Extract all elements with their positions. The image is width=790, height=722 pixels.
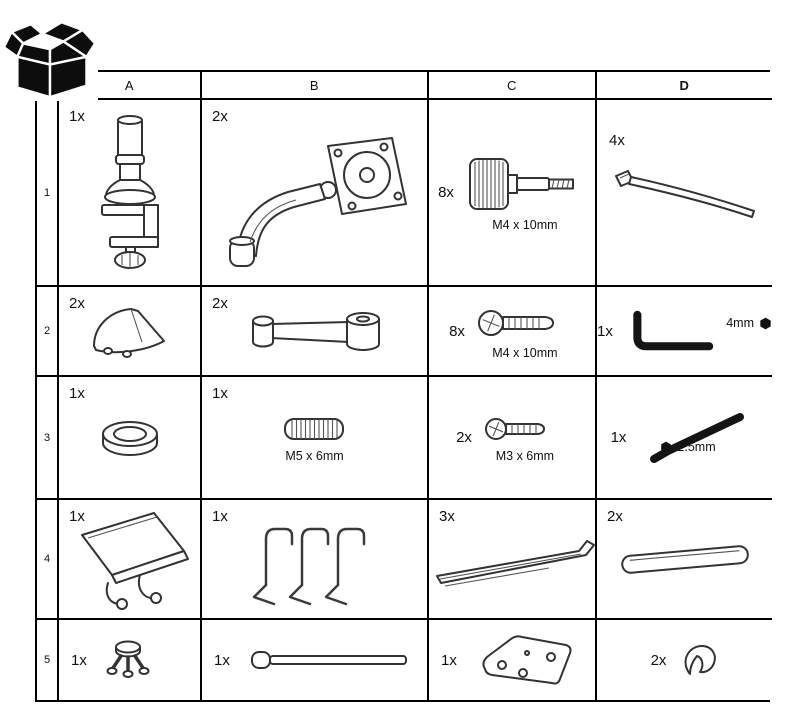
column-header-c: C bbox=[429, 72, 597, 100]
quantity-label: 1x bbox=[212, 508, 228, 525]
spec-label: M4 x 10mm bbox=[492, 345, 558, 360]
mounting-plate-icon bbox=[482, 635, 572, 685]
laptop-tray-icon bbox=[80, 512, 189, 610]
cable-clip-cover-icon bbox=[92, 308, 165, 358]
cell-c2-screw-m4: 8x M4 x 10mm bbox=[429, 287, 597, 377]
quantity-label: 8x bbox=[449, 322, 465, 340]
foot-piece-icon bbox=[106, 640, 150, 678]
cell-a2-clip-cover: 2x bbox=[59, 287, 202, 377]
cell-b2-extension-arm: 2x bbox=[202, 287, 429, 377]
quantity-label: 2x bbox=[607, 508, 623, 525]
parts-table: A B C D 1 1x bbox=[35, 70, 772, 702]
cell-b3-set-screw: 1x M5 x 6mm bbox=[202, 377, 429, 500]
desk-clamp-pole-icon bbox=[100, 114, 159, 269]
cell-d1-cable-tie: 4x bbox=[597, 100, 772, 287]
row-label-5: 5 bbox=[37, 620, 59, 700]
quantity-label: 8x bbox=[438, 184, 454, 201]
cell-b4-wire-hooks: 1x bbox=[202, 500, 429, 620]
quantity-label: 1x bbox=[69, 108, 85, 125]
bracket-strip-icon bbox=[436, 540, 595, 587]
cell-d5-clip: 2x bbox=[597, 620, 772, 700]
row-label-2: 2 bbox=[37, 287, 59, 377]
cell-c3-screw-m3: 2x M3 x 6mm bbox=[429, 377, 597, 500]
quantity-label: 1x bbox=[212, 385, 228, 402]
row-label-4: 4 bbox=[37, 500, 59, 620]
quantity-label: 1x bbox=[441, 651, 457, 669]
spacer-ring-icon bbox=[101, 420, 158, 456]
hex-key-icon bbox=[633, 310, 714, 351]
quantity-label: 3x bbox=[439, 508, 455, 525]
spec-label: M4 x 10mm bbox=[492, 218, 558, 232]
cell-d2-hex-key: 1x 4mm bbox=[597, 287, 772, 377]
quantity-label: 2x bbox=[456, 429, 472, 446]
cell-b1-monitor-arm: 2x bbox=[202, 100, 429, 287]
spec-label: 2.5mm bbox=[677, 440, 716, 454]
phillips-screw-small-icon bbox=[484, 418, 545, 440]
spec-label: M3 x 6mm bbox=[495, 449, 555, 463]
pad-strip-icon bbox=[620, 545, 749, 574]
cell-a3-spacer-ring: 1x bbox=[59, 377, 202, 500]
hex-socket-icon bbox=[760, 317, 771, 329]
quantity-label: 1x bbox=[69, 385, 85, 402]
thumbscrew-icon bbox=[468, 158, 574, 210]
cell-c4-bracket-strip: 3x bbox=[429, 500, 597, 620]
wire-hooks-icon bbox=[252, 527, 365, 606]
cell-c1-thumbscrew: 8x M4 x 10mm bbox=[429, 100, 597, 287]
cell-d3-hex-key-small: 1x 2.5mm bbox=[597, 377, 772, 500]
spec-label: M5 x 6mm bbox=[285, 449, 344, 463]
set-screw-icon bbox=[283, 418, 344, 440]
quantity-label: 2x bbox=[212, 108, 228, 125]
extension-arm-icon bbox=[251, 312, 380, 351]
cell-c5-plate: 1x bbox=[429, 620, 597, 700]
row-label-3: 3 bbox=[37, 377, 59, 500]
quantity-label: 2x bbox=[69, 295, 85, 312]
cell-d4-pad-strip: 2x bbox=[597, 500, 772, 620]
cable-tie-icon bbox=[614, 169, 755, 218]
quantity-label: 2x bbox=[212, 295, 228, 312]
quantity-label: 1x bbox=[610, 429, 627, 446]
hex-socket-icon bbox=[661, 441, 672, 453]
quantity-label: 1x bbox=[597, 322, 613, 340]
quantity-label: 1x bbox=[71, 651, 87, 669]
cell-b5-rod: 1x bbox=[202, 620, 429, 700]
column-header-b: B bbox=[202, 72, 429, 100]
spec-label: 4mm bbox=[726, 316, 754, 330]
quantity-label: 1x bbox=[214, 651, 230, 669]
monitor-arm-icon bbox=[229, 136, 407, 267]
quantity-label: 4x bbox=[609, 132, 625, 149]
packing-box-icon bbox=[2, 5, 98, 101]
rod-icon bbox=[250, 651, 407, 669]
cell-a1-desk-clamp: 1x bbox=[59, 100, 202, 287]
cell-a4-laptop-tray: 1x bbox=[59, 500, 202, 620]
column-header-d: D bbox=[597, 72, 772, 100]
hex-key-small-icon bbox=[650, 413, 745, 463]
phillips-screw-icon bbox=[477, 309, 554, 336]
clip-hook-icon bbox=[685, 645, 717, 675]
quantity-label: 2x bbox=[650, 651, 667, 669]
quantity-label: 1x bbox=[69, 508, 85, 525]
row-label-1: 1 bbox=[37, 100, 59, 287]
cell-a5-foot-piece: 1x bbox=[59, 620, 202, 700]
